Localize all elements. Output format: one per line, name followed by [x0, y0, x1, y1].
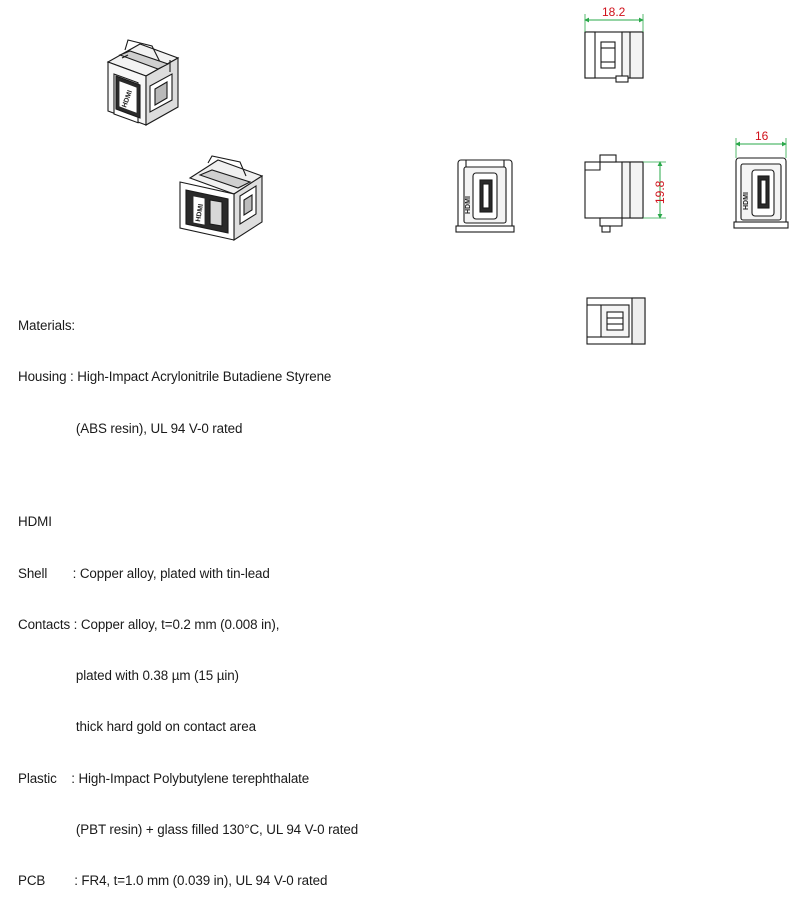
spec-line: Shell : Copper alloy, plated with tin-le… — [18, 565, 270, 581]
materials-specs: Materials: Housing : High-Impact Acrylon… — [18, 283, 358, 906]
dimension-top-width-label: 18.2 — [602, 5, 626, 19]
bottom-view — [586, 297, 646, 345]
spec-line: Housing : High-Impact Acrylonitrile Buta… — [18, 369, 332, 385]
spec-line: Plastic : High-Impact Polybutylene terep… — [18, 770, 310, 786]
dimension-front-width-label: 16 — [755, 129, 769, 143]
materials-heading: Materials: — [18, 318, 76, 334]
logo-text-iso2: HDMI — [195, 203, 205, 222]
logo-text-front: HDMI — [465, 196, 472, 214]
top-view — [584, 31, 644, 83]
dimension-side-height-label: 19.8 — [653, 180, 667, 204]
spec-line: HDMI — [18, 514, 52, 530]
spec-gap — [18, 471, 358, 479]
dimension-front-width — [735, 138, 787, 158]
spec-line: thick hard gold on contact area — [18, 719, 256, 735]
front-view-right — [733, 157, 789, 229]
side-view — [584, 154, 644, 233]
spec-line: (PBT resin) + glass filled 130°C, UL 94 … — [18, 821, 359, 837]
spec-line: plated with 0.38 µm (15 µin) — [18, 668, 239, 684]
isometric-view-rear — [106, 39, 180, 126]
spec-line: PCB : FR4, t=1.0 mm (0.039 in), UL 94 V-… — [18, 873, 328, 889]
spec-line: (ABS resin), UL 94 V-0 rated — [18, 420, 243, 436]
logo-text-right: HDMI — [743, 192, 750, 210]
dimension-top-width — [584, 14, 644, 32]
technical-drawing: HDMI HDMI 18.2 — [106, 5, 789, 345]
front-view — [455, 159, 515, 233]
spec-line: Contacts : Copper alloy, t=0.2 mm (0.008… — [18, 616, 280, 632]
isometric-view-front — [179, 155, 264, 242]
dimension-side-height — [643, 161, 666, 219]
